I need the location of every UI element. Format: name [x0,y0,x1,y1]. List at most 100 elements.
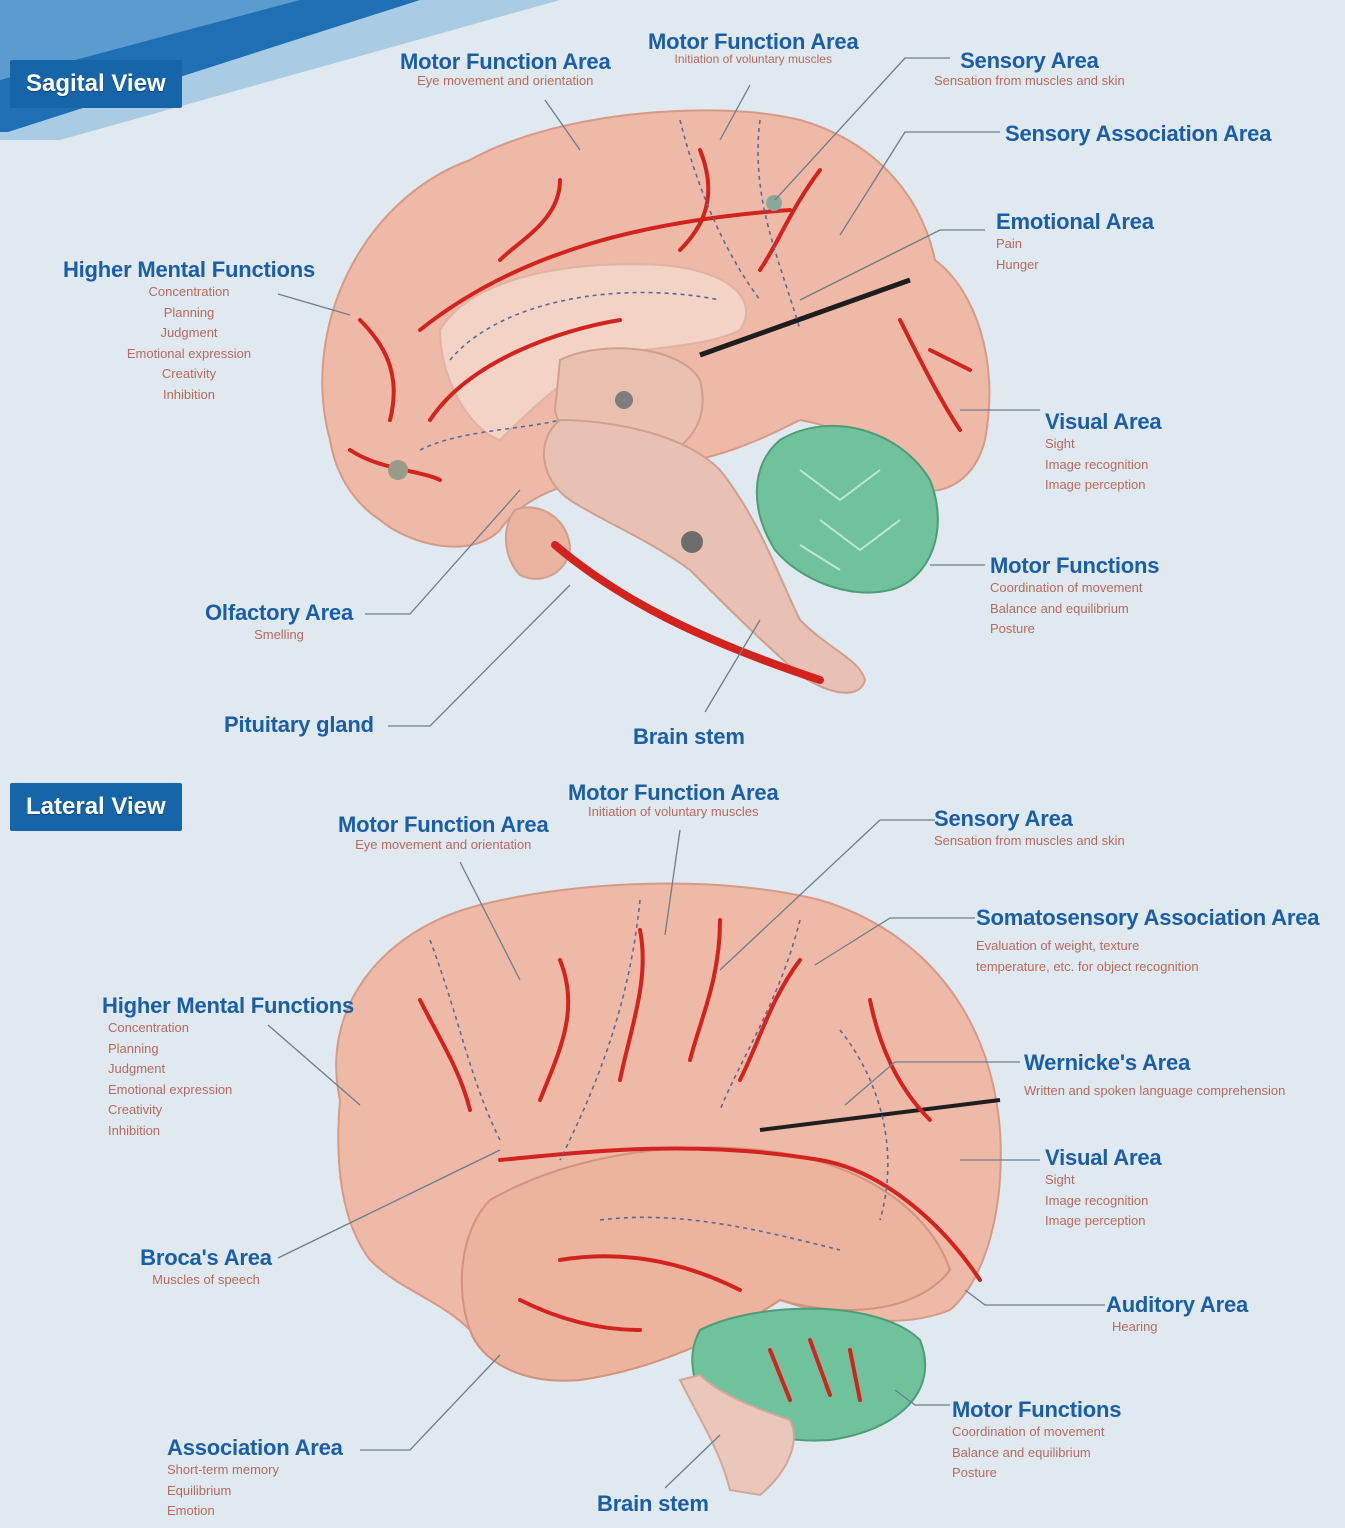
label-desc: Judgment [160,325,218,340]
lateral-brain [335,882,1002,1497]
lateral-label-sensory: Sensory Area Sensation from muscles and … [934,807,1125,852]
label-desc: Emotion [167,1503,215,1518]
lateral-label-somatosensory: Somatosensory Association Area Evaluatio… [976,906,1319,977]
label-title: Higher Mental Functions [62,257,316,282]
label-title: Motor Function Area [648,29,859,54]
label-desc: Eye movement and orientation [417,73,594,88]
label-desc: Sight [1045,1172,1075,1187]
sagittal-label-emotional: Emotional Area Pain Hunger [996,210,1154,275]
label-desc: Initiation of voluntary muscles [587,804,759,819]
label-desc: Emotional expression [126,345,252,361]
label-title: Emotional Area [996,209,1154,234]
label-desc: Judgment [108,1061,166,1076]
sagittal-cut-line [699,277,911,358]
label-title: Auditory Area [1106,1292,1249,1317]
label-title: Higher Mental Functions [102,993,355,1018]
label-desc: Creativity [108,1102,163,1117]
label-title: Brain stem [597,1491,709,1516]
label-desc: Image recognition [1045,1192,1149,1208]
label-desc: Balance and equilibrium [990,600,1129,616]
label-desc: Concentration [148,284,230,299]
sagittal-label-motor-eye: Motor Function Area Eye movement and ori… [400,50,611,88]
label-desc: Muscles of speech [152,1272,260,1287]
label-desc: Evaluation of weight, texture [976,938,1140,953]
label-desc: Emotional expression [108,1081,233,1097]
sagittal-label-sensory-association: Sensory Association Area [1005,122,1271,146]
sagittal-label-pituitary: Pituitary gland [224,713,374,737]
lateral-label-brainstem: Brain stem [597,1492,709,1516]
lateral-leader-lines [267,819,1105,1489]
lateral-label-auditory: Auditory Area Hearing [1106,1293,1248,1338]
lateral-brainstem [678,1373,795,1497]
label-desc: Image recognition [1045,456,1149,472]
label-desc: Sight [1045,436,1075,451]
label-desc: Balance and equilibrium [952,1444,1091,1460]
sagittal-hypothalamus [504,506,572,580]
sagittal-label-higher-mental: Higher Mental Functions Concentration Pl… [58,258,320,405]
label-desc: Coordination of movement [990,580,1143,595]
label-desc: Planning [163,304,215,320]
label-desc: Posture [990,621,1035,636]
label-desc: Inhibition [108,1122,161,1138]
sagittal-brain [321,109,991,694]
sagittal-label-sensory: Sensory Area Sensation from muscles and … [934,49,1125,89]
sagittal-brainstem [543,418,867,694]
label-desc: Image perception [1045,477,1146,492]
label-title: Motor Function Area [568,780,779,805]
sagittal-label-olfactory: Olfactory Area Smelling [198,601,360,646]
label-desc: Written and spoken language comprehensio… [1024,1083,1286,1098]
label-desc: Coordination of movement [952,1424,1105,1439]
label-title: Motor Functions [990,553,1160,578]
label-desc: Eye movement and orientation [355,837,532,852]
label-desc: Short-term memory [167,1462,279,1477]
lateral-label-motor-functions: Motor Functions Coordination of movement… [952,1397,1122,1484]
lateral-label-visual: Visual Area Sight Image recognition Imag… [1045,1145,1162,1232]
label-title: Visual Area [1045,409,1162,434]
label-desc: Sensation from muscles and skin [934,833,1125,848]
label-desc: Planning [108,1040,159,1056]
label-desc: Inhibition [162,386,216,402]
label-desc: Hearing [1112,1319,1158,1334]
sagittal-cerebellum [755,425,939,594]
label-title: Motor Function Area [400,49,611,74]
label-desc: Hunger [996,256,1039,272]
label-desc: Creativity [161,366,217,381]
label-title: Sensory Area [960,48,1099,73]
sagittal-label-brainstem: Brain stem [633,725,745,749]
label-title: Pituitary gland [224,712,374,737]
lateral-view-badge: Lateral View [10,783,182,831]
lateral-label-motor-voluntary: Motor Function Area Initiation of volunt… [568,781,779,819]
lateral-label-association: Association Area Short-term memory Equil… [167,1436,343,1522]
label-title: Visual Area [1045,1145,1162,1170]
label-title: Motor Function Area [338,812,549,837]
label-title: Broca's Area [140,1245,272,1270]
sagittal-label-motor-voluntary: Motor Function Area Initiation of volunt… [648,29,859,66]
label-title: Brain stem [633,724,745,749]
sagittal-label-visual: Visual Area Sight Image recognition Imag… [1045,409,1162,496]
lateral-cut-line [759,1098,1001,1132]
label-title: Sensory Area [934,806,1073,831]
sagittal-view-badge: Sagital View [10,60,182,108]
lateral-label-higher-mental: Higher Mental Functions Concentration Pl… [102,994,354,1141]
lateral-label-broca: Broca's Area Muscles of speech [136,1246,276,1291]
label-title: Motor Functions [952,1397,1122,1422]
label-desc: Smelling [254,627,304,642]
lateral-label-wernicke: Wernicke's Area Written and spoken langu… [1024,1051,1285,1102]
lateral-label-motor-eye: Motor Function Area Eye movement and ori… [338,813,549,853]
label-desc: temperature, etc. for object recognition [976,958,1199,974]
label-title: Association Area [167,1435,343,1460]
label-desc: Image perception [1045,1213,1146,1228]
label-title: Somatosensory Association Area [976,905,1320,930]
label-title: Olfactory Area [205,600,353,625]
label-desc: Concentration [108,1020,189,1035]
label-desc: Sensation from muscles and skin [934,73,1125,88]
label-title: Wernicke's Area [1024,1050,1191,1075]
sagittal-leader-lines [277,57,1040,727]
sagittal-label-motor-functions: Motor Functions Coordination of movement… [990,553,1160,640]
label-title: Sensory Association Area [1005,121,1272,146]
label-desc: Equilibrium [167,1482,232,1498]
label-desc: Pain [996,236,1023,251]
label-desc: Posture [952,1465,997,1480]
